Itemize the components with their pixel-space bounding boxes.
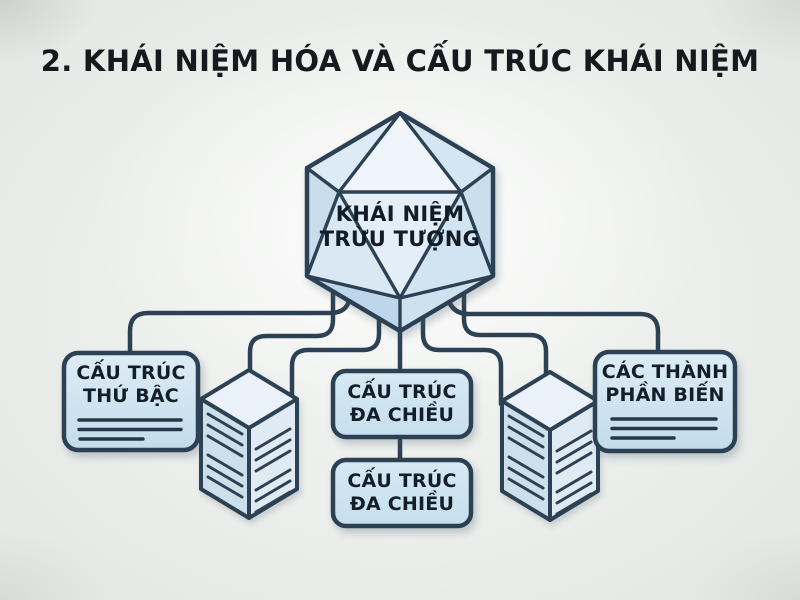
node-hierarchical <box>61 350 201 453</box>
connector-root-to-left-cube-side <box>289 310 382 404</box>
polyhedron-inner-edges <box>305 111 495 333</box>
connector-root-to-left-cube-top <box>247 276 336 375</box>
text-lines-right <box>610 417 718 440</box>
left-cube-stripes <box>206 412 292 514</box>
right-cube-icon <box>500 370 600 522</box>
connector-root-to-right-cube-top <box>461 277 549 378</box>
text-lines-left <box>77 418 183 441</box>
page-title: 2. KHÁI NIỆM HÓA VÀ CẤU TRÚC KHÁI NIỆM <box>40 44 760 78</box>
polyhedron-outline <box>304 110 496 334</box>
node-variable-components <box>592 349 738 454</box>
connector-root-to-variable-components <box>444 289 661 361</box>
left-cube-icon <box>199 368 299 520</box>
connector-root-to-hierarchy <box>127 290 353 361</box>
right-cube-stripes <box>507 414 593 516</box>
node-multidim-top <box>330 368 474 440</box>
connector-root-to-right-cube-side <box>420 307 504 407</box>
root-polyhedron <box>304 110 496 334</box>
node-multidim-bottom <box>330 457 474 529</box>
